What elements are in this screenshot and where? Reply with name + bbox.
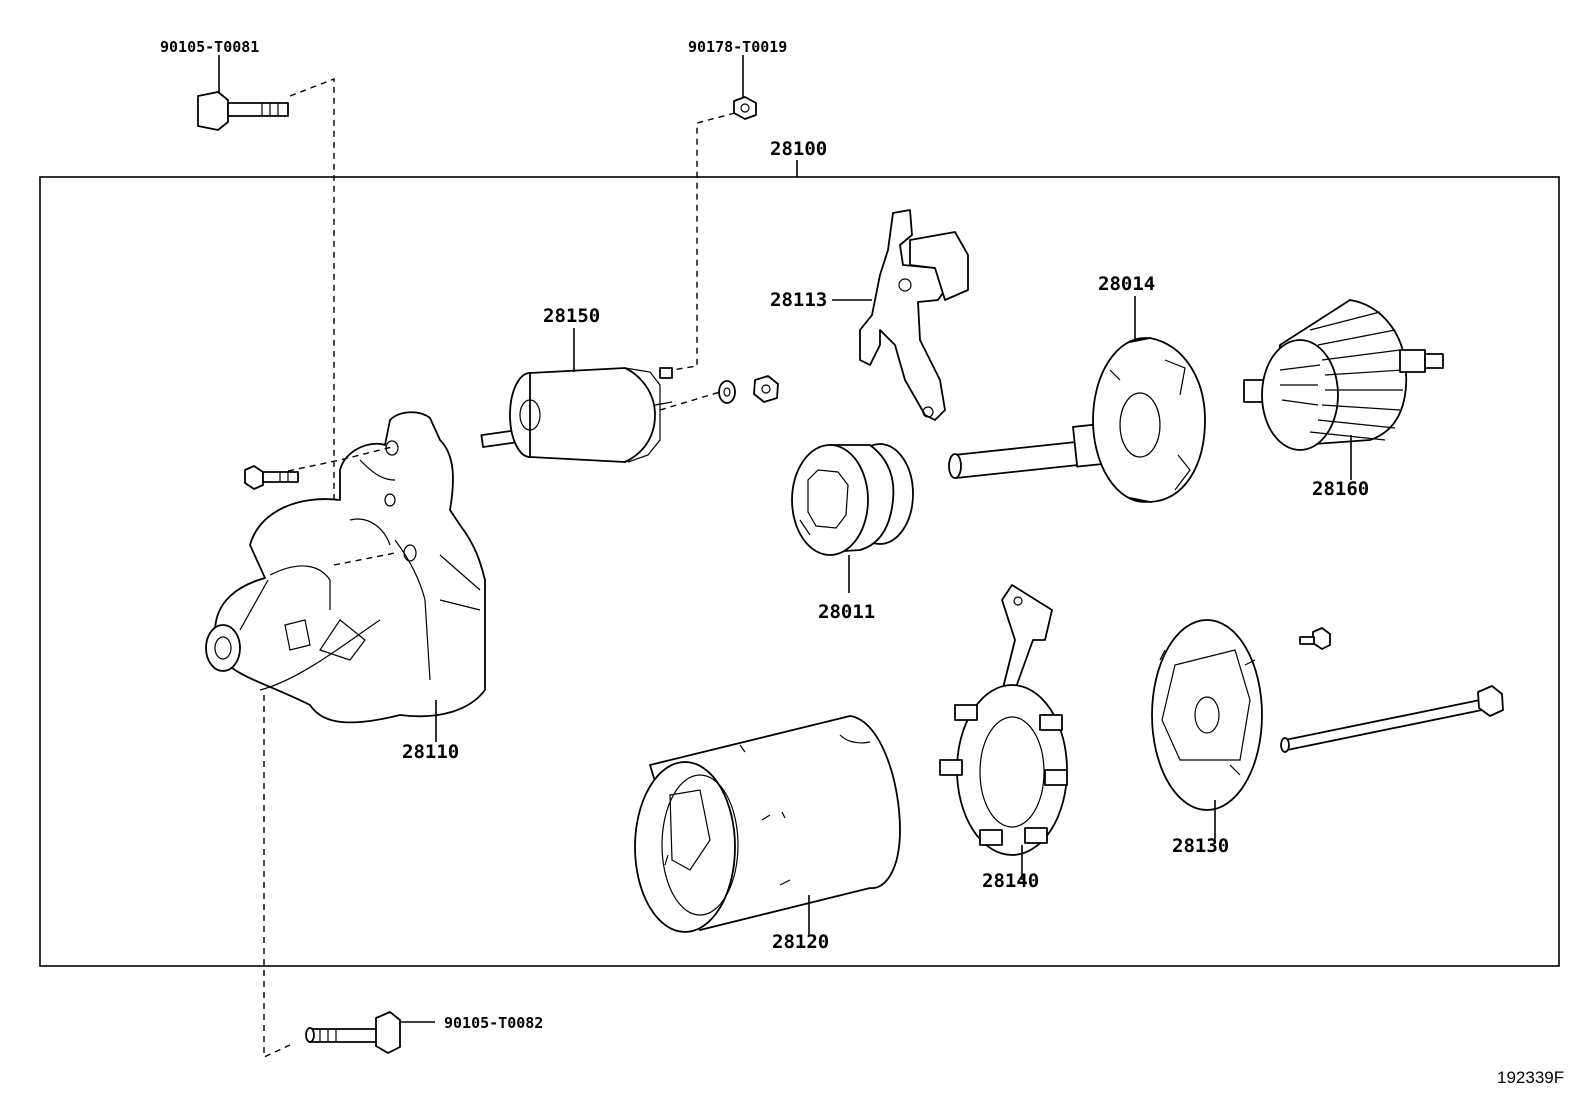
callout-housing: 28110: [402, 741, 459, 763]
callout-bolt-bottom: 90105-T0082: [444, 1014, 543, 1032]
yoke-part[interactable]: [634, 715, 901, 933]
small-nut-part[interactable]: [753, 375, 779, 403]
callout-lever: 28113: [770, 289, 827, 311]
pinion-shaft-part[interactable]: [948, 337, 1206, 503]
housing-small-bolt-part[interactable]: [244, 465, 299, 490]
drive-housing-part[interactable]: [205, 411, 486, 724]
callout-yoke: 28120: [772, 931, 829, 953]
callout-clutch: 28011: [818, 601, 875, 623]
through-bolt-part[interactable]: [1280, 685, 1504, 753]
callout-bolt-top: 90105-T0081: [160, 38, 259, 56]
solenoid-part[interactable]: [480, 367, 673, 463]
washer-part[interactable]: [718, 380, 736, 404]
callout-brush-holder: 28140: [982, 870, 1039, 892]
assembly-frame: [39, 176, 1560, 967]
figure-reference: 192339F: [1497, 1068, 1564, 1087]
armature-part[interactable]: [1243, 299, 1444, 451]
end-frame-part[interactable]: [1151, 619, 1263, 811]
callout-armature: 28160: [1312, 478, 1369, 500]
callout-assembly: 28100: [770, 138, 827, 160]
end-frame-screw-part[interactable]: [1299, 627, 1331, 650]
nut-top-part[interactable]: [733, 55, 757, 120]
callout-solenoid: 28150: [543, 305, 600, 327]
brush-holder-part[interactable]: [939, 584, 1068, 856]
starter-clutch-part[interactable]: [791, 443, 914, 556]
bolt-top-part[interactable]: [197, 55, 289, 131]
callout-end-frame: 28130: [1172, 835, 1229, 857]
drive-lever-part[interactable]: [859, 209, 969, 421]
callout-yoke-end: 28014: [1098, 273, 1155, 295]
bolt-bottom-part[interactable]: [305, 1011, 401, 1054]
callout-nut-top: 90178-T0019: [688, 38, 787, 56]
